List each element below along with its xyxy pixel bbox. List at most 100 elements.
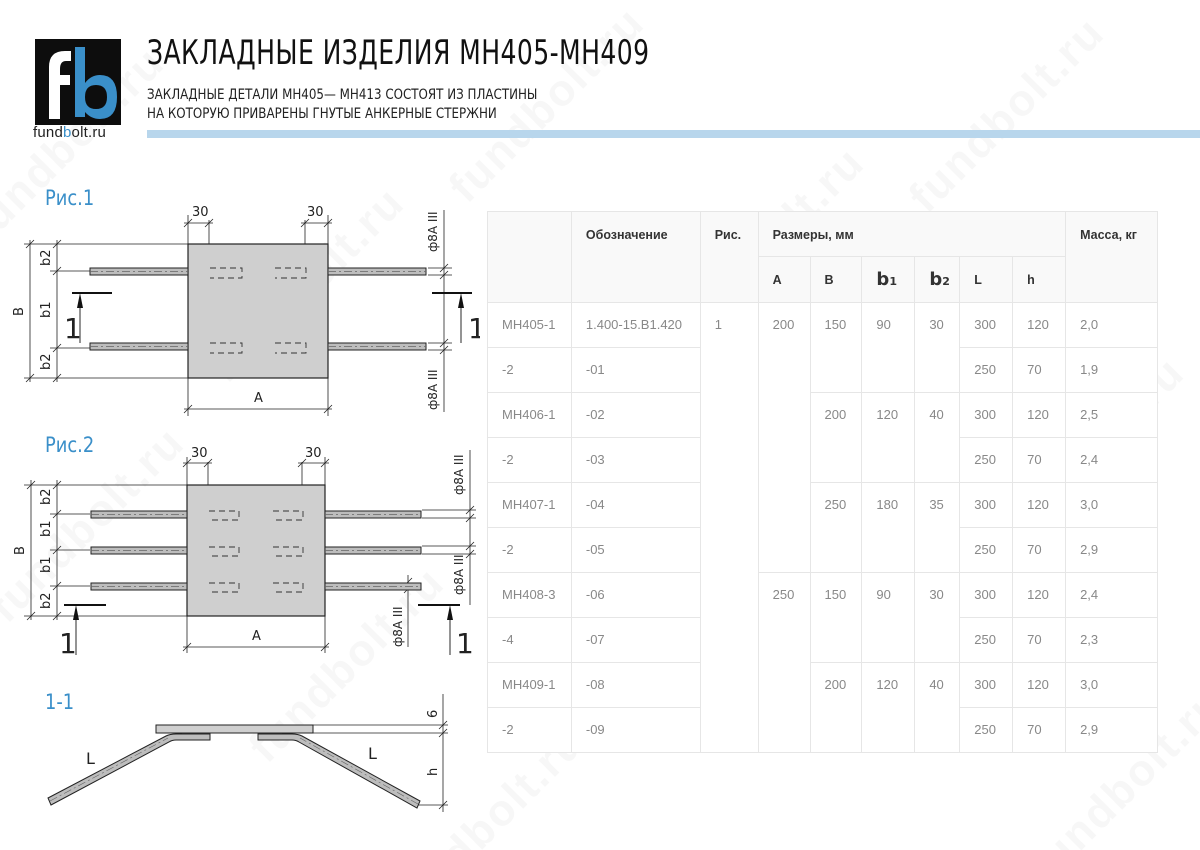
svg-text:B: B: [12, 307, 27, 316]
svg-text:A: A: [252, 629, 261, 644]
page-subtitle: ЗАКЛАДНЫЕ ДЕТАЛИ МН405— МН413 СОСТОЯТ ИЗ…: [147, 86, 537, 124]
cell-L: 300: [959, 572, 1014, 618]
svg-text:b2: b2: [39, 592, 54, 609]
header-mass: Масса, кг: [1065, 211, 1158, 303]
cell-L: 250: [959, 437, 1014, 483]
table-row: МН407-1 -04 250 180 35 300 120 3,0: [487, 482, 1158, 573]
header-fig: Рис.: [699, 211, 759, 303]
svg-text:b1: b1: [39, 301, 54, 318]
header-designation: Обозначение: [570, 211, 701, 303]
cell-mass: 2,4: [1065, 437, 1158, 483]
cell-mark: -2: [487, 527, 572, 573]
cell-B: 150: [809, 572, 863, 663]
header-dimensions: Размеры, мм: [757, 211, 1067, 257]
subtitle-line-2: НА КОТОРУЮ ПРИВАРЕНЫ ГНУТЫЕ АНКЕРНЫЕ СТЕ…: [147, 106, 497, 122]
cell-L: 300: [959, 662, 1014, 708]
svg-text:L: L: [368, 744, 377, 763]
cell-b1: 90: [861, 572, 916, 663]
cell-mass: 2,3: [1065, 617, 1158, 663]
fb-logo-icon: [35, 39, 121, 125]
cell-h: 70: [1012, 707, 1067, 753]
cell-h: 70: [1012, 617, 1067, 663]
svg-text:1: 1: [468, 312, 480, 345]
cell-mass: 2,9: [1065, 527, 1158, 573]
header-B: B: [809, 256, 863, 303]
svg-text:ф8А III: ф8А III: [426, 211, 440, 252]
cell-mass: 3,0: [1065, 482, 1158, 528]
cell-designation: -06: [570, 572, 701, 618]
svg-text:A: A: [254, 391, 263, 406]
cell-h: 120: [1012, 302, 1067, 348]
svg-text:B: B: [13, 546, 28, 555]
svg-text:ф8А III: ф8А III: [391, 606, 405, 647]
figure-2-drawing: 1 1 30 30 A B b1 b1 b2 b2 ф8А III ф8А II…: [13, 446, 476, 660]
svg-text:1: 1: [64, 312, 82, 345]
cell-b2: 30: [914, 302, 961, 393]
cell-mark: -2: [487, 347, 572, 393]
svg-text:30: 30: [307, 205, 324, 220]
cell-designation: -09: [570, 707, 701, 753]
cell-mark: -2: [487, 707, 572, 753]
svg-text:30: 30: [192, 205, 209, 220]
svg-text:ф8А III: ф8А III: [452, 454, 466, 495]
section-1-1-drawing: L L 6 h: [47, 694, 448, 812]
cell-b1: 120: [861, 662, 916, 753]
svg-text:1: 1: [59, 627, 77, 660]
cell-mass: 2,4: [1065, 572, 1158, 618]
cell-h: 70: [1012, 347, 1067, 393]
cell-mark: МН409-1: [487, 662, 572, 708]
cell-mass: 3,0: [1065, 662, 1158, 708]
table-row: -2 -05 250 70 2,9: [487, 527, 1158, 573]
svg-text:ф8А III: ф8А III: [452, 554, 466, 595]
cell-A: 250: [757, 572, 811, 753]
svg-text:L: L: [86, 749, 95, 768]
spec-table: Обозначение Рис. Размеры, мм Масса, кг A…: [487, 211, 1158, 753]
svg-text:b1: b1: [39, 520, 54, 537]
header-b2: b2: [914, 256, 961, 303]
cell-L: 300: [959, 482, 1014, 528]
figure-1-label: Рис.1: [45, 186, 95, 210]
cell-L: 250: [959, 707, 1014, 753]
cell-L: 250: [959, 527, 1014, 573]
cell-designation: -07: [570, 617, 701, 663]
cell-mark: -2: [487, 437, 572, 483]
svg-text:b2: b2: [39, 353, 54, 370]
cell-b2: 35: [914, 482, 961, 573]
cell-designation: -04: [570, 482, 701, 528]
table-row: -2 -01 250 70 1,9: [487, 347, 1158, 393]
cell-mark: -4: [487, 617, 572, 663]
cell-B: 200: [809, 392, 863, 483]
cell-mark: МН408-3: [487, 572, 572, 618]
cell-mark: МН407-1: [487, 482, 572, 528]
cell-b2: 40: [914, 392, 961, 483]
cell-B: 200: [809, 662, 863, 753]
page-title: ЗАКЛАДНЫЕ ИЗДЕЛИЯ МН405-МН409: [147, 33, 650, 73]
header-L: L: [959, 256, 1014, 303]
table-row: МН405-1 1.400-15.В1.420 1 200 150 90 30 …: [487, 302, 1158, 753]
cell-B: 150: [809, 302, 863, 393]
header-mark: [487, 211, 572, 303]
cell-h: 120: [1012, 482, 1067, 528]
table-row: -4 -07 250 70 2,3: [487, 617, 1158, 663]
table-row: -2 -09 250 70 2,9: [487, 707, 1158, 753]
cell-b1: 180: [861, 482, 916, 573]
header-h: h: [1012, 256, 1067, 303]
cell-mass: 2,0: [1065, 302, 1158, 348]
cell-designation: -08: [570, 662, 701, 708]
cell-h: 120: [1012, 572, 1067, 618]
cell-b2: 40: [914, 662, 961, 753]
svg-text:6: 6: [426, 710, 441, 718]
cell-b2: 30: [914, 572, 961, 663]
figure-1-drawing: 1 1 30 30 A B b1 b2 b2 ф8А III ф8А III: [12, 205, 480, 416]
figure-2-label: Рис.2: [45, 433, 95, 457]
cell-mark: МН406-1: [487, 392, 572, 438]
cell-designation: -05: [570, 527, 701, 573]
svg-text:30: 30: [191, 446, 208, 461]
cell-h: 70: [1012, 527, 1067, 573]
table-row: МН408-3 -06 250 150 90 30 300 120 2,4: [487, 572, 1158, 753]
cell-L: 250: [959, 617, 1014, 663]
brand-logo: [35, 39, 121, 125]
cell-mass: 1,9: [1065, 347, 1158, 393]
cell-L: 300: [959, 392, 1014, 438]
header-b1: b1: [861, 256, 916, 303]
